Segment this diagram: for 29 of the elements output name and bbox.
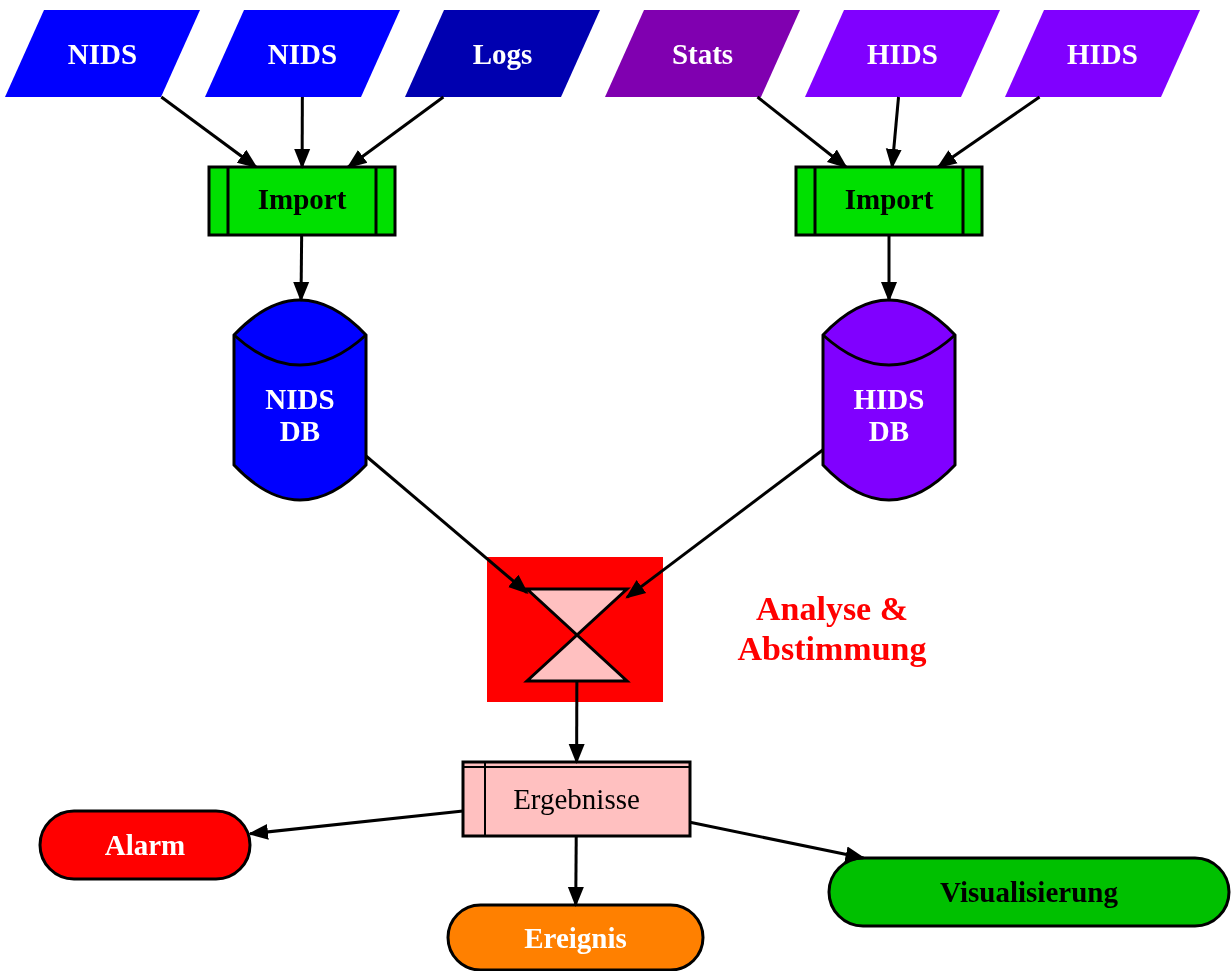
arrow — [567, 836, 584, 907]
arrow — [885, 96, 902, 169]
arrow — [756, 95, 848, 169]
arrow — [568, 681, 585, 764]
node-label: HIDS DB — [852, 383, 926, 447]
node-label: Import — [257, 183, 347, 215]
node-label: NIDS DB — [264, 383, 336, 447]
node-label: Import — [844, 183, 934, 215]
node-label: Ereignis — [524, 921, 627, 954]
arrow — [936, 95, 1041, 169]
node-label: Visualisierung — [940, 876, 1118, 908]
arrow — [160, 95, 258, 169]
node-label: HIDS — [1067, 37, 1138, 70]
arrow — [365, 454, 529, 594]
arrow — [293, 235, 310, 302]
arrow — [625, 448, 824, 599]
arrow — [881, 235, 897, 302]
node-label: Stats — [671, 37, 734, 70]
arrow — [346, 95, 445, 169]
node-label: Logs — [472, 37, 533, 70]
arrow — [689, 820, 866, 863]
node-label: Ergebnisse — [513, 783, 640, 815]
node-label: NIDS — [267, 37, 338, 70]
node-label: NIDS — [67, 37, 138, 70]
arrow — [294, 97, 311, 169]
arrow — [248, 809, 464, 840]
node-label: Alarm — [104, 829, 186, 861]
node-label: HIDS — [867, 37, 938, 70]
node-label: Analyse & Abstimmung — [736, 589, 928, 669]
